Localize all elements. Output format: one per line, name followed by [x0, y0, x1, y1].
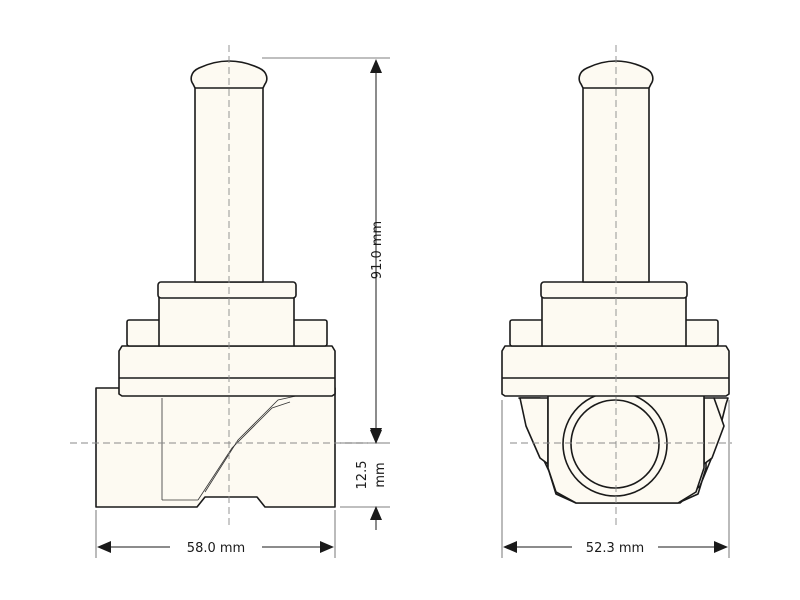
dimension-offset: 12.5 mm: [340, 430, 390, 530]
side-view: [70, 45, 368, 525]
side-flange: [118, 345, 336, 397]
port-inner-circle: [570, 399, 660, 489]
offset-value-label: 12.5: [355, 461, 370, 490]
dimension-width-left: 58.0 mm: [95, 510, 336, 558]
dimension-width-right: 52.3 mm: [501, 400, 730, 558]
side-body: [95, 387, 336, 508]
front-flange: [501, 345, 730, 397]
height-label: 91.0 mm: [370, 221, 385, 279]
front-view: [501, 45, 732, 525]
offset-unit-label: mm: [373, 462, 388, 487]
port-outer-circle: [562, 391, 668, 497]
width-left-label: 58.0 mm: [187, 541, 245, 556]
width-right-label: 52.3 mm: [586, 541, 644, 556]
